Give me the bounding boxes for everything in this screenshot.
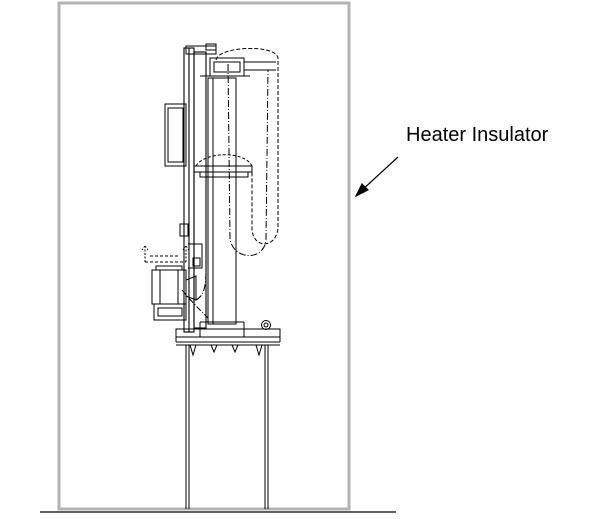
side-brackets bbox=[179, 223, 203, 269]
control-box bbox=[164, 103, 187, 167]
rear-frame bbox=[183, 47, 207, 333]
pedestal bbox=[185, 345, 269, 509]
main-column bbox=[207, 77, 237, 325]
callout-arrow bbox=[354, 156, 399, 198]
heater-insulator-label: Heater Insulator bbox=[406, 124, 549, 146]
mid-dome bbox=[193, 154, 253, 178]
motor-actuator bbox=[141, 245, 197, 321]
hose bbox=[195, 178, 207, 301]
upper-cable-loop bbox=[215, 48, 279, 245]
heater-insulator-enclosure bbox=[57, 1, 351, 511]
top-head bbox=[185, 43, 276, 77]
base-flange bbox=[175, 320, 281, 357]
